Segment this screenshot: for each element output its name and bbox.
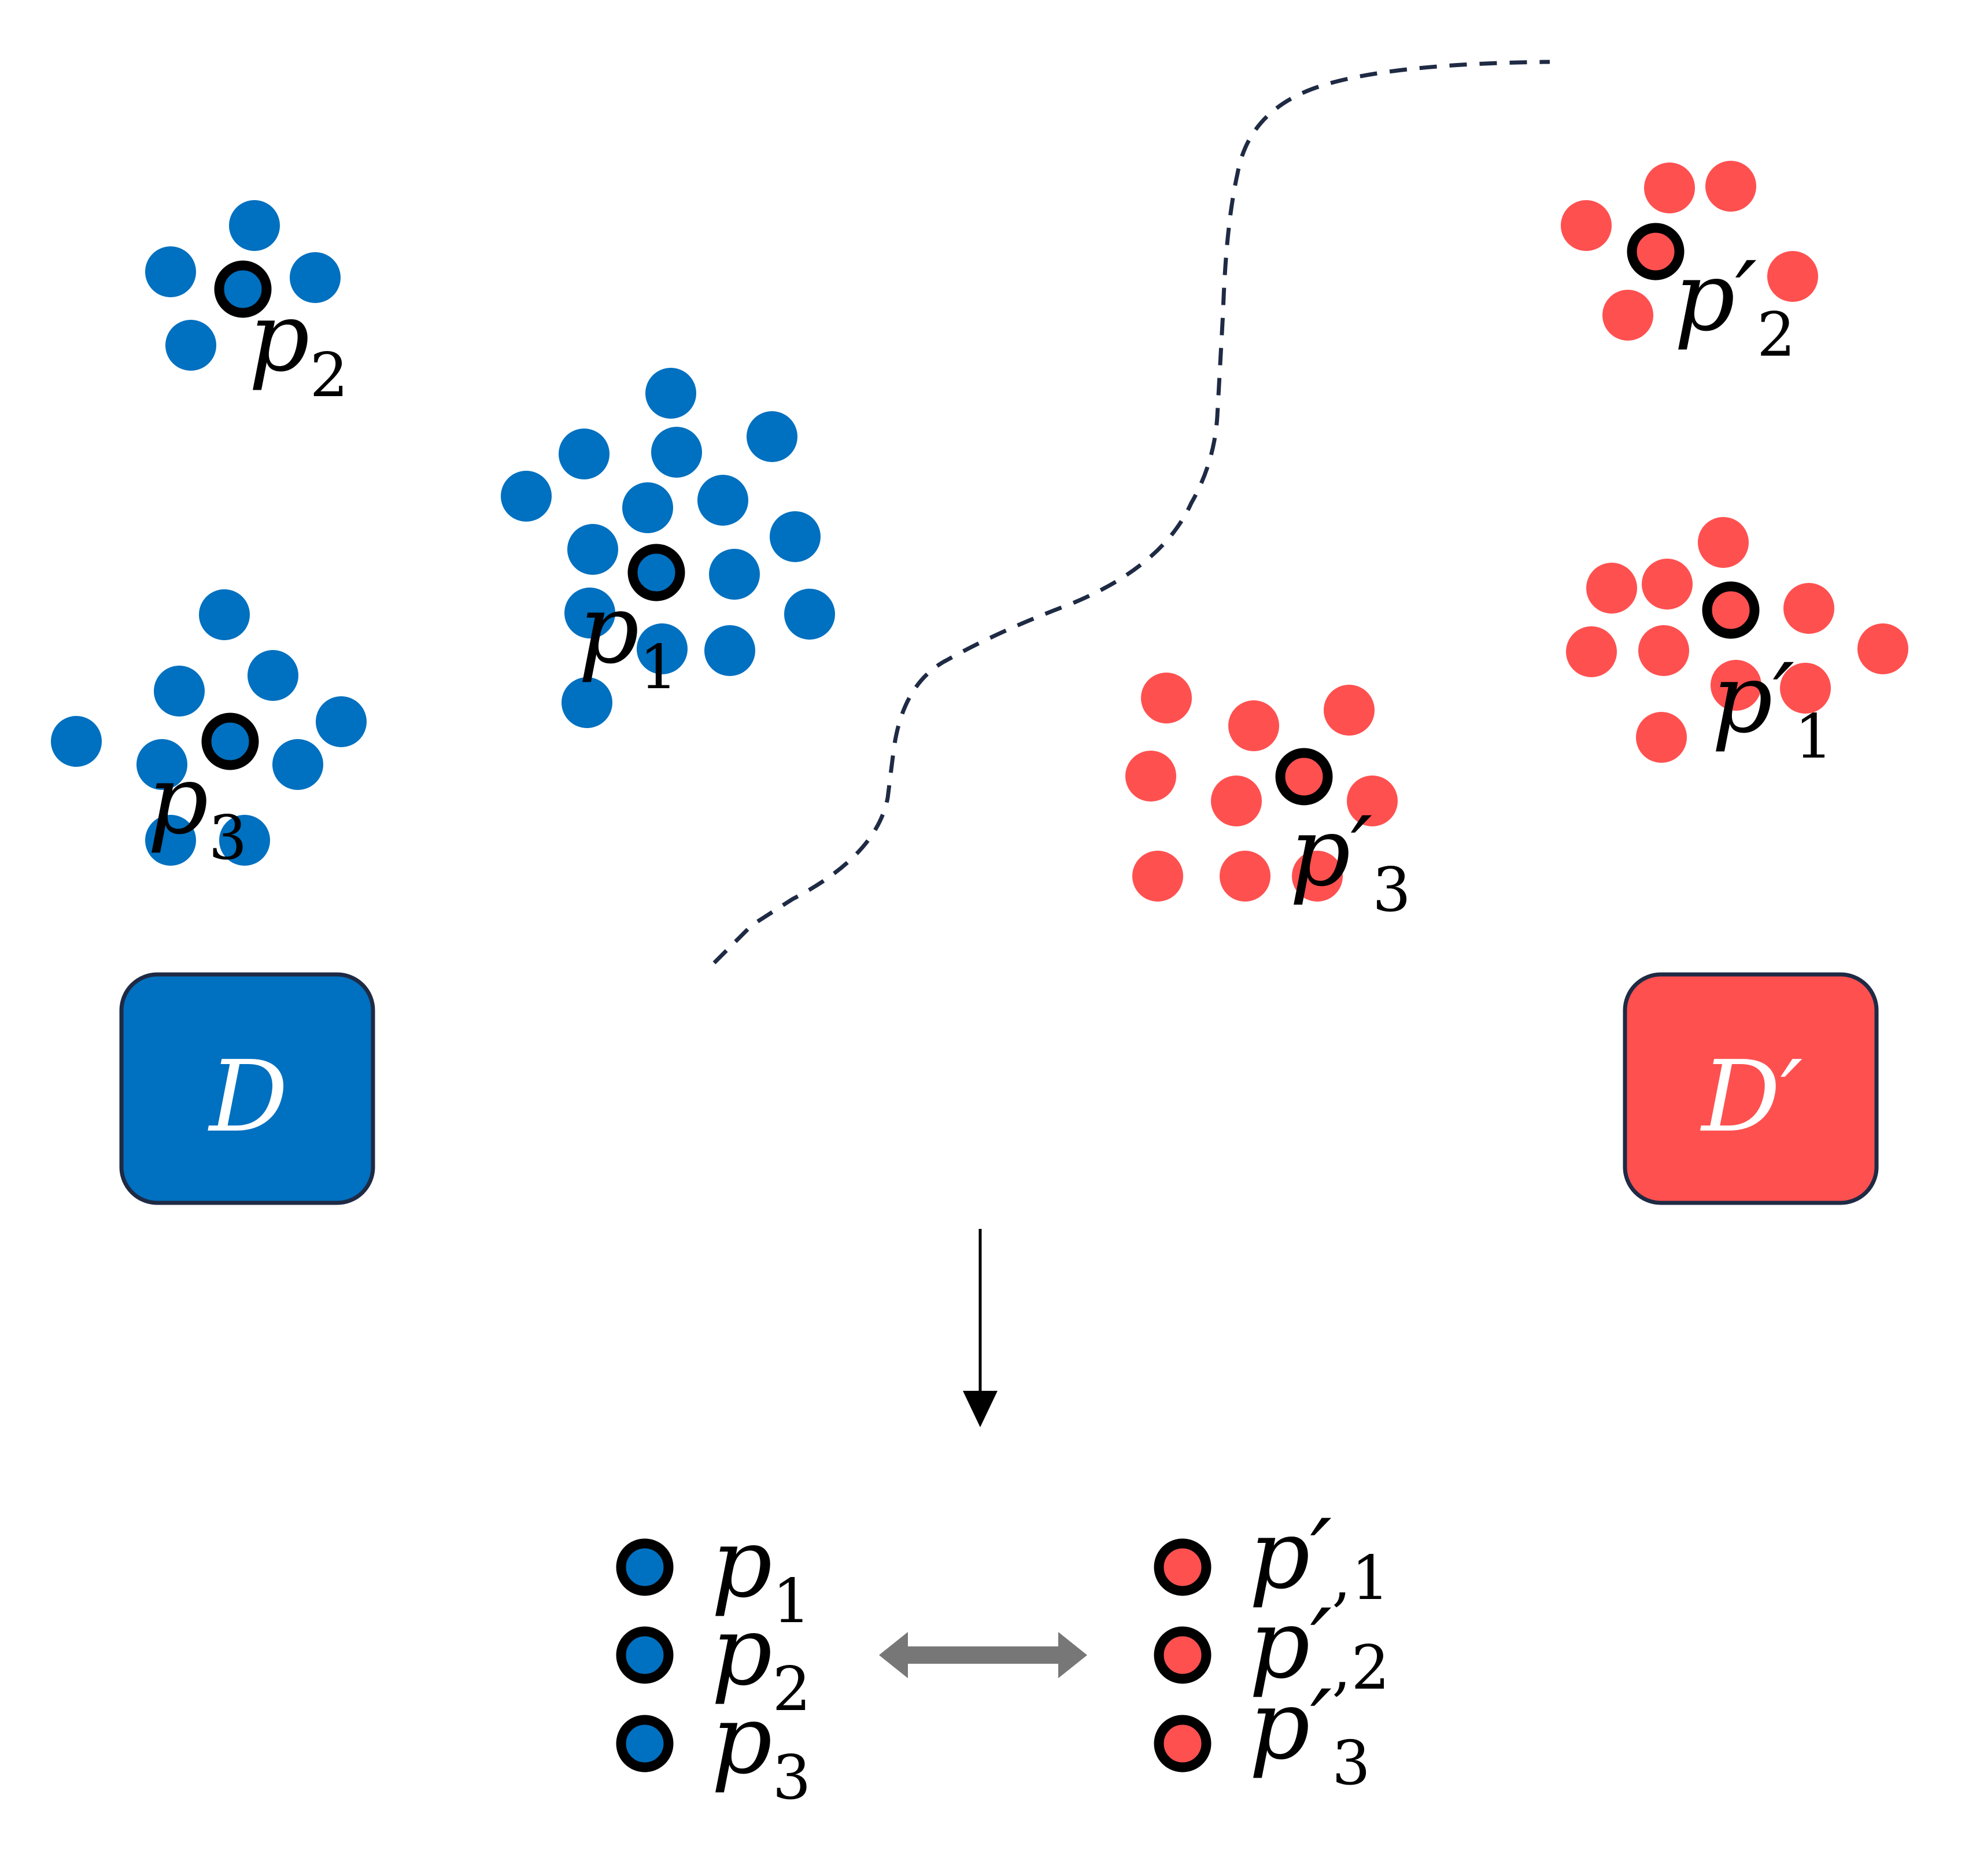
domain-box-d-prime: D′ bbox=[1623, 972, 1879, 1205]
sample-dot-d bbox=[645, 368, 696, 419]
legend-item-p-prime-3: p′3 bbox=[1154, 1670, 1371, 1799]
sample-dot-d bbox=[165, 320, 216, 371]
legend-item-p-prime-1: p′,1 bbox=[1154, 1499, 1390, 1613]
legend-item-p1: p1 bbox=[616, 1508, 811, 1637]
sample-dot-d bbox=[637, 623, 688, 674]
legend-label-p-prime-1: p′,1 bbox=[1249, 1499, 1390, 1613]
correspondence-arrow bbox=[879, 1632, 1087, 1678]
legend-label-p-prime-3: p′3 bbox=[1249, 1670, 1371, 1799]
sample-dot-d-prime bbox=[1141, 673, 1192, 723]
sample-dot-d bbox=[501, 471, 552, 522]
sample-dot-d bbox=[316, 696, 367, 747]
domain-box-d-label: D bbox=[208, 1040, 288, 1154]
sample-dot-d-prime bbox=[1566, 626, 1617, 677]
decision-boundary bbox=[712, 60, 1550, 965]
cluster-label-p3: p3 bbox=[147, 744, 247, 873]
prototype-d bbox=[627, 544, 685, 601]
sample-dot-d bbox=[709, 549, 760, 600]
sample-dot-d bbox=[219, 815, 270, 866]
sample-dot-d bbox=[51, 716, 102, 767]
cluster-label-p-prime-2: p′2 bbox=[1674, 241, 1796, 370]
sample-dot-d-prime bbox=[1292, 851, 1343, 902]
sample-dot-d bbox=[290, 252, 341, 303]
sample-dot-d bbox=[567, 524, 618, 575]
sample-dot-d bbox=[272, 739, 323, 790]
down-arrow bbox=[963, 1229, 998, 1427]
legend-item-p3: p3 bbox=[616, 1684, 811, 1813]
sample-dot-d bbox=[704, 625, 755, 676]
prototype-d bbox=[214, 260, 272, 318]
sample-dot-d-prime bbox=[1644, 163, 1695, 213]
sample-dot-d bbox=[559, 429, 610, 479]
sample-dot-d-prime bbox=[1780, 663, 1831, 714]
sample-dot-d-prime bbox=[1324, 685, 1375, 736]
sample-dot-d bbox=[136, 739, 187, 790]
sample-dot-d-prime bbox=[1561, 200, 1612, 251]
sample-dot-d-prime bbox=[1642, 559, 1693, 610]
sample-dot-d-prime bbox=[1636, 712, 1687, 763]
sample-dot-d-prime bbox=[1125, 751, 1176, 802]
sample-dot-d-prime bbox=[1767, 251, 1818, 302]
sample-dot-d bbox=[747, 411, 797, 462]
sample-dot-d-prime bbox=[1211, 775, 1262, 826]
sample-dot-d bbox=[697, 475, 748, 526]
prototype-d-prime bbox=[1702, 581, 1760, 639]
sample-dot-d bbox=[562, 677, 612, 728]
sample-dot-d-prime bbox=[1638, 625, 1689, 676]
prototype-d-prime bbox=[1627, 223, 1685, 280]
prototype-d-prime bbox=[1275, 748, 1333, 806]
sample-dot-d bbox=[229, 200, 280, 251]
legend-right: p′,1 p′,2 p′3 bbox=[1154, 1499, 1390, 1799]
legend-label-p-prime-2: p′,2 bbox=[1249, 1589, 1390, 1703]
sample-dot-d-prime bbox=[1586, 563, 1637, 614]
legend-item-p2: p2 bbox=[616, 1596, 811, 1724]
sample-dot-d bbox=[145, 815, 196, 866]
domain-box-d: D bbox=[119, 972, 375, 1205]
sample-dot-d bbox=[154, 666, 205, 717]
prototypes bbox=[201, 223, 1760, 806]
sample-dot-d-prime bbox=[1711, 660, 1761, 711]
legend-label-p1: p1 bbox=[711, 1508, 811, 1637]
legend-item-p-prime-2: p′,2 bbox=[1154, 1589, 1390, 1703]
sample-dot-d-prime bbox=[1132, 851, 1183, 902]
sample-dot-d-prime bbox=[1857, 623, 1908, 674]
sample-dot-d bbox=[770, 511, 821, 562]
cluster-label-p1: p1 bbox=[578, 574, 678, 703]
cluster-label-p-prime-3: p′3 bbox=[1290, 796, 1411, 925]
domain-b-samples bbox=[1125, 161, 1908, 902]
sample-dot-d-prime bbox=[1783, 583, 1834, 634]
sample-dot-d-prime bbox=[1220, 851, 1270, 902]
cluster-label-p-prime-1: p′1 bbox=[1712, 643, 1833, 772]
sample-dot-d bbox=[784, 589, 835, 640]
sample-dot-d bbox=[651, 427, 702, 478]
cluster-label-p2: p2 bbox=[249, 282, 348, 411]
legend-label-p3: p3 bbox=[711, 1684, 811, 1813]
sample-dot-d bbox=[564, 588, 615, 638]
legend-label-p2: p2 bbox=[711, 1596, 811, 1724]
sample-dot-d bbox=[145, 246, 196, 297]
sample-dot-d-prime bbox=[1602, 290, 1653, 341]
sample-dot-d bbox=[199, 589, 250, 640]
sample-dot-d bbox=[248, 650, 298, 701]
prototype-d bbox=[201, 712, 259, 770]
sample-dot-d-prime bbox=[1228, 700, 1279, 751]
domain-a-samples bbox=[51, 200, 835, 866]
sample-dot-d-prime bbox=[1698, 517, 1749, 568]
sample-dot-d-prime bbox=[1705, 161, 1756, 212]
sample-dot-d bbox=[622, 482, 673, 533]
legend-left: p1 p2 p3 bbox=[616, 1508, 811, 1813]
domain-box-d-prime-label: D′ bbox=[1700, 1040, 1803, 1154]
sample-dot-d-prime bbox=[1347, 775, 1398, 826]
